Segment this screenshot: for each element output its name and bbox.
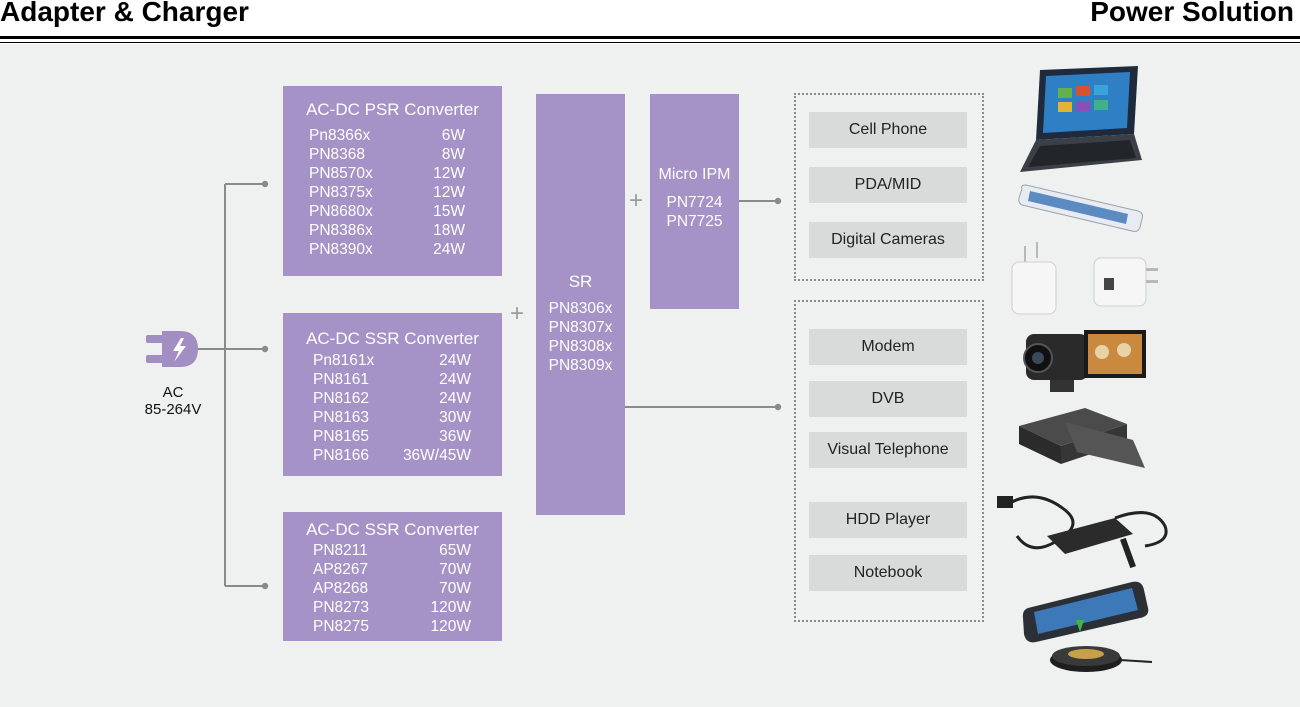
camcorder-image [1023, 330, 1146, 392]
power-rating: 65W [439, 542, 471, 559]
header-rule-thin [0, 42, 1300, 43]
ac-label: AC [162, 384, 184, 401]
part-number: PN8163 [313, 409, 370, 426]
part-number: PN8273 [313, 599, 370, 616]
node-dot [774, 403, 782, 411]
power-rating: 120W [430, 618, 472, 635]
node-dot [261, 180, 269, 188]
device-digital-cameras: Digital Cameras [809, 222, 967, 258]
part-number: PN8386x [309, 222, 373, 239]
set-top-box-image [1019, 408, 1145, 468]
power-rating: 30W [439, 409, 471, 426]
part-number: PN8161 [313, 371, 370, 388]
header-rule [0, 36, 1300, 39]
part-number: PN8368 [309, 146, 366, 163]
device-notebook: Notebook [809, 555, 967, 591]
usb-charger-image [1011, 242, 1158, 315]
device-cell-phone: Cell Phone [809, 112, 967, 148]
ssr-converter-title: AC-DC SSR Converter [306, 520, 479, 539]
sr-block: SR PN8306x PN8307x PN8308x PN8309x [536, 94, 625, 515]
ac-range-label: 85-264V [144, 401, 202, 418]
part-number: PN8375x [309, 184, 373, 201]
psr-converter-title: AC-DC PSR Converter [306, 100, 479, 119]
part-number: Pn8366x [309, 127, 371, 144]
ssr-converter-block-1: AC-DC SSR Converter Pn8161x 24W PN8161 24W… [283, 313, 502, 476]
device-group-bottom [794, 300, 984, 622]
device-hdd-player: HDD Player [809, 502, 967, 538]
part-number: PN8162 [313, 390, 370, 407]
power-rating: 15W [433, 203, 465, 220]
device-modem: Modem [809, 329, 967, 365]
part-number: PN7725 [666, 213, 723, 230]
micro-ipm-block: Micro IPM PN7724 PN7725 [650, 94, 739, 309]
power-rating: 120W [430, 599, 472, 616]
power-rating: 36W [439, 428, 471, 445]
part-number: PN8390x [309, 241, 373, 258]
micro-ipm-title: Micro IPM [658, 166, 731, 183]
sr-title: SR [568, 272, 593, 291]
power-rating: 12W [433, 184, 465, 201]
device-pda-mid: PDA/MID [809, 167, 967, 203]
right-title: Power Solution [1090, 0, 1294, 27]
node-dot [261, 345, 269, 353]
part-number: AP8267 [313, 561, 369, 578]
plus-sign: + [629, 187, 644, 214]
device-visual-telephone: Visual Telephone [809, 432, 967, 468]
plug-icon [146, 331, 198, 367]
power-rating: 24W [439, 352, 471, 369]
part-number: Pn8161x [313, 352, 375, 369]
ssr-converter-title: AC-DC SSR Converter [306, 329, 479, 348]
plus-sign: + [510, 300, 525, 327]
part-number: PN8308x [548, 338, 613, 355]
part-number: PN8211 [313, 542, 368, 559]
psr-converter-block: AC-DC PSR Converter Pn8366x 6W PN8368 8W P… [283, 86, 502, 276]
laptop-adapter-image [997, 495, 1168, 569]
power-rating: 24W [439, 390, 471, 407]
device-dvb: DVB [809, 381, 967, 417]
power-rating: 12W [433, 165, 465, 182]
part-number: PN8307x [548, 319, 613, 336]
part-number: PN8166 [313, 447, 370, 464]
part-number: PN8165 [313, 428, 370, 445]
part-number: PN8680x [309, 203, 373, 220]
node-dot [261, 582, 269, 590]
part-number: PN8570x [309, 165, 373, 182]
device-group-top [794, 93, 984, 281]
part-number: PN8275 [313, 618, 370, 635]
part-number: PN8306x [548, 300, 613, 317]
part-number: AP8268 [313, 580, 369, 597]
power-rating: 24W [433, 241, 465, 258]
left-title: Adapter & Charger [0, 0, 249, 27]
wireless-charger-image [1022, 581, 1152, 672]
power-rating: 6W [441, 127, 465, 144]
smartphone-image [1018, 184, 1143, 232]
node-dot [774, 197, 782, 205]
power-rating: 70W [439, 561, 471, 578]
part-number: PN7724 [666, 194, 723, 211]
power-rating: 24W [439, 371, 471, 388]
power-rating: 18W [433, 222, 465, 239]
part-number: PN8309x [548, 357, 613, 374]
tablet-image [1020, 66, 1142, 172]
power-rating: 8W [441, 146, 465, 163]
power-rating: 36W/45W [402, 447, 471, 464]
ac-input-label: AC 85-264V [130, 384, 216, 418]
power-rating: 70W [439, 580, 471, 597]
